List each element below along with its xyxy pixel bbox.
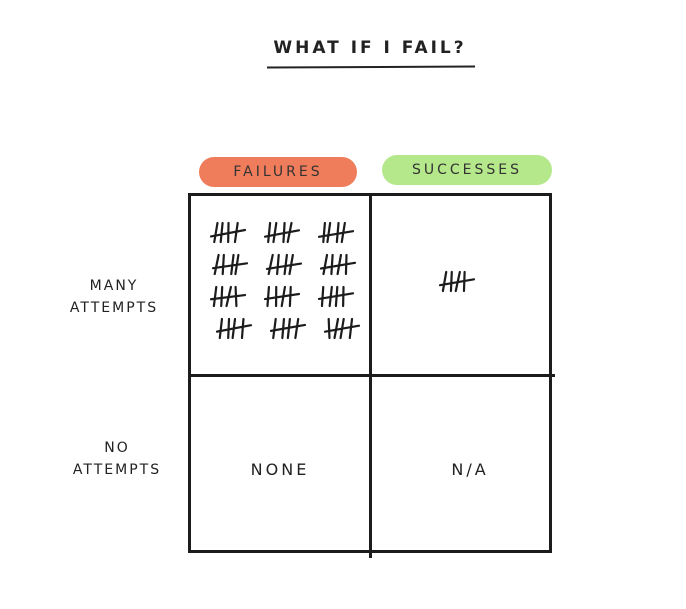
column-header-failures: FAILURES [199,157,357,187]
tally-group [209,285,247,308]
cell-no-attempts-failures: NONE [250,460,310,479]
cell-no-attempts-successes: N/A [451,460,489,479]
grid-horizontal-divider [188,374,555,377]
tally-group [265,253,303,276]
diagram-title: WHAT IF I FAIL? [273,38,467,58]
row-label-many-attempts: MANY ATTEMPTS [55,275,173,319]
tally-group [319,253,357,276]
tally-group [263,221,301,244]
column-header-successes: SUCCESSES [382,155,552,185]
row-label-line: ATTEMPTS [69,300,159,316]
successes-tally-marks [438,270,476,293]
row-label-line: NO [104,440,130,456]
tally-group [323,317,361,340]
row-label-no-attempts: NO ATTEMPTS [58,437,176,481]
tally-group [269,317,307,340]
failures-tally-marks [209,221,361,340]
tally-group [438,270,476,293]
tally-group [317,285,355,308]
tally-group [211,253,249,276]
tally-group [209,221,247,244]
title-underline [266,65,476,69]
row-label-line: ATTEMPTS [72,462,162,478]
row-label-line: MANY [89,278,139,294]
tally-group [215,317,253,340]
tally-group [317,221,355,244]
tally-group [263,285,301,308]
